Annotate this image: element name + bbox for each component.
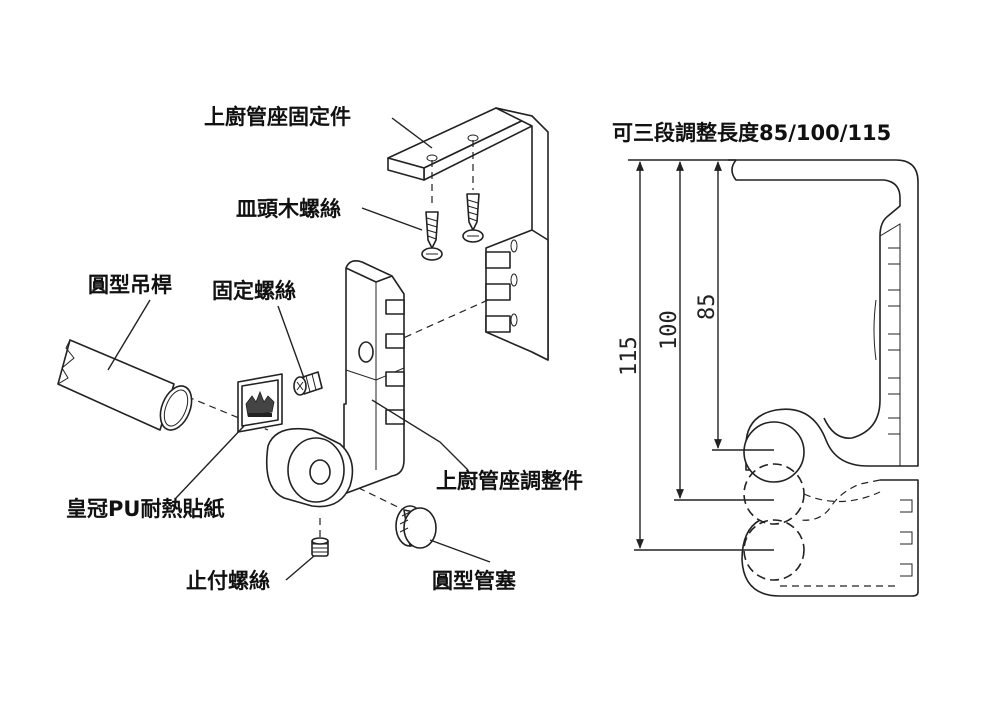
dimension-115: 115 xyxy=(617,336,642,376)
label-adjust-part: 上廚管座調整件 xyxy=(436,469,583,493)
wood-screws xyxy=(421,140,484,261)
dimension-85: 85 xyxy=(695,294,720,321)
fix-screw xyxy=(293,371,323,396)
label-set-screw: 止付螺絲 xyxy=(186,569,270,593)
crown-sticker xyxy=(237,373,283,433)
label-upper-mount: 上廚管座固定件 xyxy=(204,105,351,129)
label-wood-screw: 皿頭木螺絲 xyxy=(236,197,341,221)
wood-screw-right xyxy=(462,193,484,243)
side-view-profile xyxy=(728,159,919,597)
leader-lines xyxy=(107,117,491,581)
dimension-100: 100 xyxy=(657,310,682,350)
set-screw xyxy=(311,537,329,557)
end-cap xyxy=(395,505,437,549)
wood-screw-left xyxy=(421,211,443,261)
adjustment-part xyxy=(265,260,405,508)
label-end-cap: 圓型管塞 xyxy=(432,569,517,593)
label-sticker: 皇冠PU耐熱貼紙 xyxy=(66,497,224,521)
upper-mount-bracket xyxy=(387,107,549,361)
label-round-rod: 圓型吊桿 xyxy=(88,273,172,297)
dimension-title: 可三段調整長度85/100/115 xyxy=(612,121,891,145)
label-fix-screw: 固定螺絲 xyxy=(212,279,296,303)
round-rod xyxy=(57,339,193,431)
dimension-lines xyxy=(628,159,774,551)
